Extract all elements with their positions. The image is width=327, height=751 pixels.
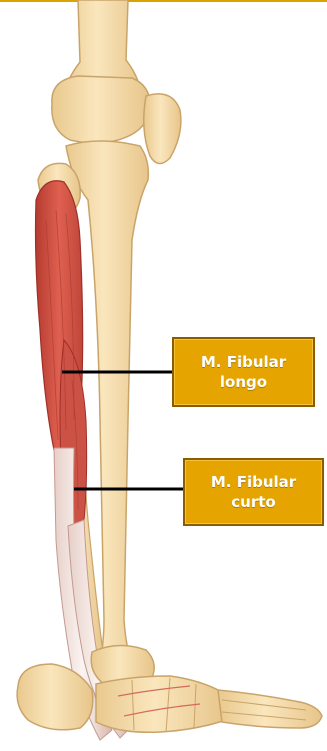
patella xyxy=(144,94,181,164)
label-fibular-longo-line1: M. Fibular xyxy=(201,352,286,372)
label-fibular-longo-line2: longo xyxy=(220,372,267,392)
label-fibular-longo: M. Fibular longo xyxy=(172,337,315,407)
label-fibular-curto-line2: curto xyxy=(231,492,275,512)
metatarsals xyxy=(218,690,322,728)
femur-condyle xyxy=(52,76,150,143)
midfoot-bones xyxy=(96,676,226,732)
label-fibular-curto: M. Fibular curto xyxy=(183,458,324,526)
label-fibular-curto-line1: M. Fibular xyxy=(211,472,296,492)
